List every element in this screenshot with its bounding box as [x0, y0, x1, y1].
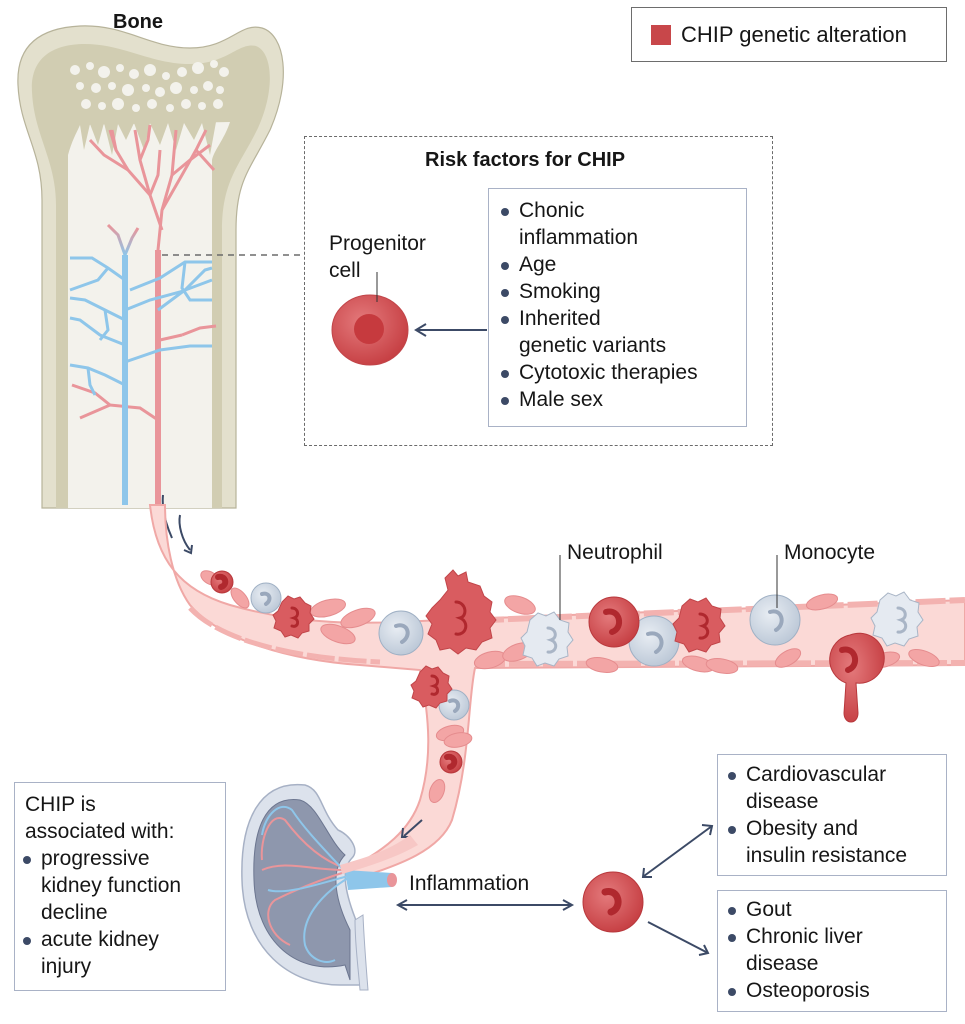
risk-factor-item: Inherited genetic variants — [497, 305, 698, 359]
legend-label: CHIP genetic alteration — [681, 22, 907, 47]
outcome-item: Osteoporosis — [724, 977, 870, 1004]
red-blood-cells — [200, 570, 940, 804]
kidney-cortex — [253, 799, 351, 981]
kidney-association-list: progressive kidney function decline acut… — [19, 845, 181, 980]
bone-veins — [69, 223, 213, 505]
kidney-association-item: acute kidney injury — [19, 926, 181, 980]
outcomes-top-box: Cardiovascular disease Obesity and insul… — [717, 754, 947, 876]
outcome-item: Cardiovascular disease — [724, 761, 907, 815]
bone-illustration — [17, 25, 284, 539]
renal-artery — [340, 835, 418, 874]
outcomes-top-list: Cardiovascular disease Obesity and insul… — [724, 761, 907, 869]
kidney-association-item: progressive kidney function decline — [19, 845, 181, 926]
double-arrow-icon — [643, 825, 713, 877]
inflammation-diagram — [395, 824, 714, 956]
kidney-veins — [261, 805, 349, 963]
kidney-illustration — [241, 783, 418, 991]
outcomes-bottom-box: Gout Chronic liver disease Osteoporosis — [717, 890, 947, 1012]
risk-factor-item: Male sex — [497, 386, 698, 413]
inflammation-label: Inflammation — [409, 872, 530, 895]
progenitor-cell — [162, 254, 487, 366]
kidney-association-heading: CHIP is associated with: — [25, 793, 175, 843]
progenitor-cell-label: Progenitor cell — [329, 232, 426, 282]
risk-factors-list: Chonic inflammation Age Smoking Inherite… — [497, 197, 698, 413]
legend-box: CHIP genetic alteration — [631, 7, 947, 62]
arrow-left-icon — [414, 323, 427, 337]
chip-swatch-icon — [651, 25, 671, 45]
blood-vessel — [148, 504, 965, 880]
renal-vein — [345, 870, 392, 890]
marrow-cavity — [68, 122, 230, 508]
flow-arrow-icon — [403, 819, 423, 837]
risk-factor-item: Smoking — [497, 278, 698, 305]
risk-factors-title: Risk factors for CHIP — [425, 149, 626, 171]
risk-factor-item: Age — [497, 251, 698, 278]
arrow-right-icon — [647, 921, 709, 954]
risk-factors-list-box: Chonic inflammation Age Smoking Inherite… — [488, 188, 747, 427]
risk-factors-panel: Risk factors for CHIP Progenitor cell Ch… — [304, 136, 773, 446]
risk-factor-item: Cytotoxic therapies — [497, 359, 698, 386]
spongy-bone — [70, 60, 229, 112]
white-monocyte-cells — [250, 582, 801, 721]
neutrophil-cells — [272, 569, 924, 709]
neutrophil-label: Neutrophil — [567, 541, 663, 564]
outcome-item: Obesity and insulin resistance — [724, 815, 907, 869]
chip-red-cells — [210, 570, 885, 774]
outcomes-bottom-list: Gout Chronic liver disease Osteoporosis — [724, 896, 870, 1004]
ureter — [354, 914, 369, 991]
outcome-item: Gout — [724, 896, 870, 923]
kidney-arteries — [260, 817, 346, 946]
bone-title: Bone — [113, 11, 163, 33]
risk-factor-item: Chonic inflammation — [497, 197, 698, 251]
outcome-item: Chronic liver disease — [724, 923, 870, 977]
chip-monocyte-icon — [582, 871, 644, 933]
monocyte-label: Monocyte — [784, 541, 876, 564]
flow-arrow-icon — [178, 514, 191, 551]
kidney-association-box: CHIP is associated with: progressive kid… — [14, 782, 226, 991]
